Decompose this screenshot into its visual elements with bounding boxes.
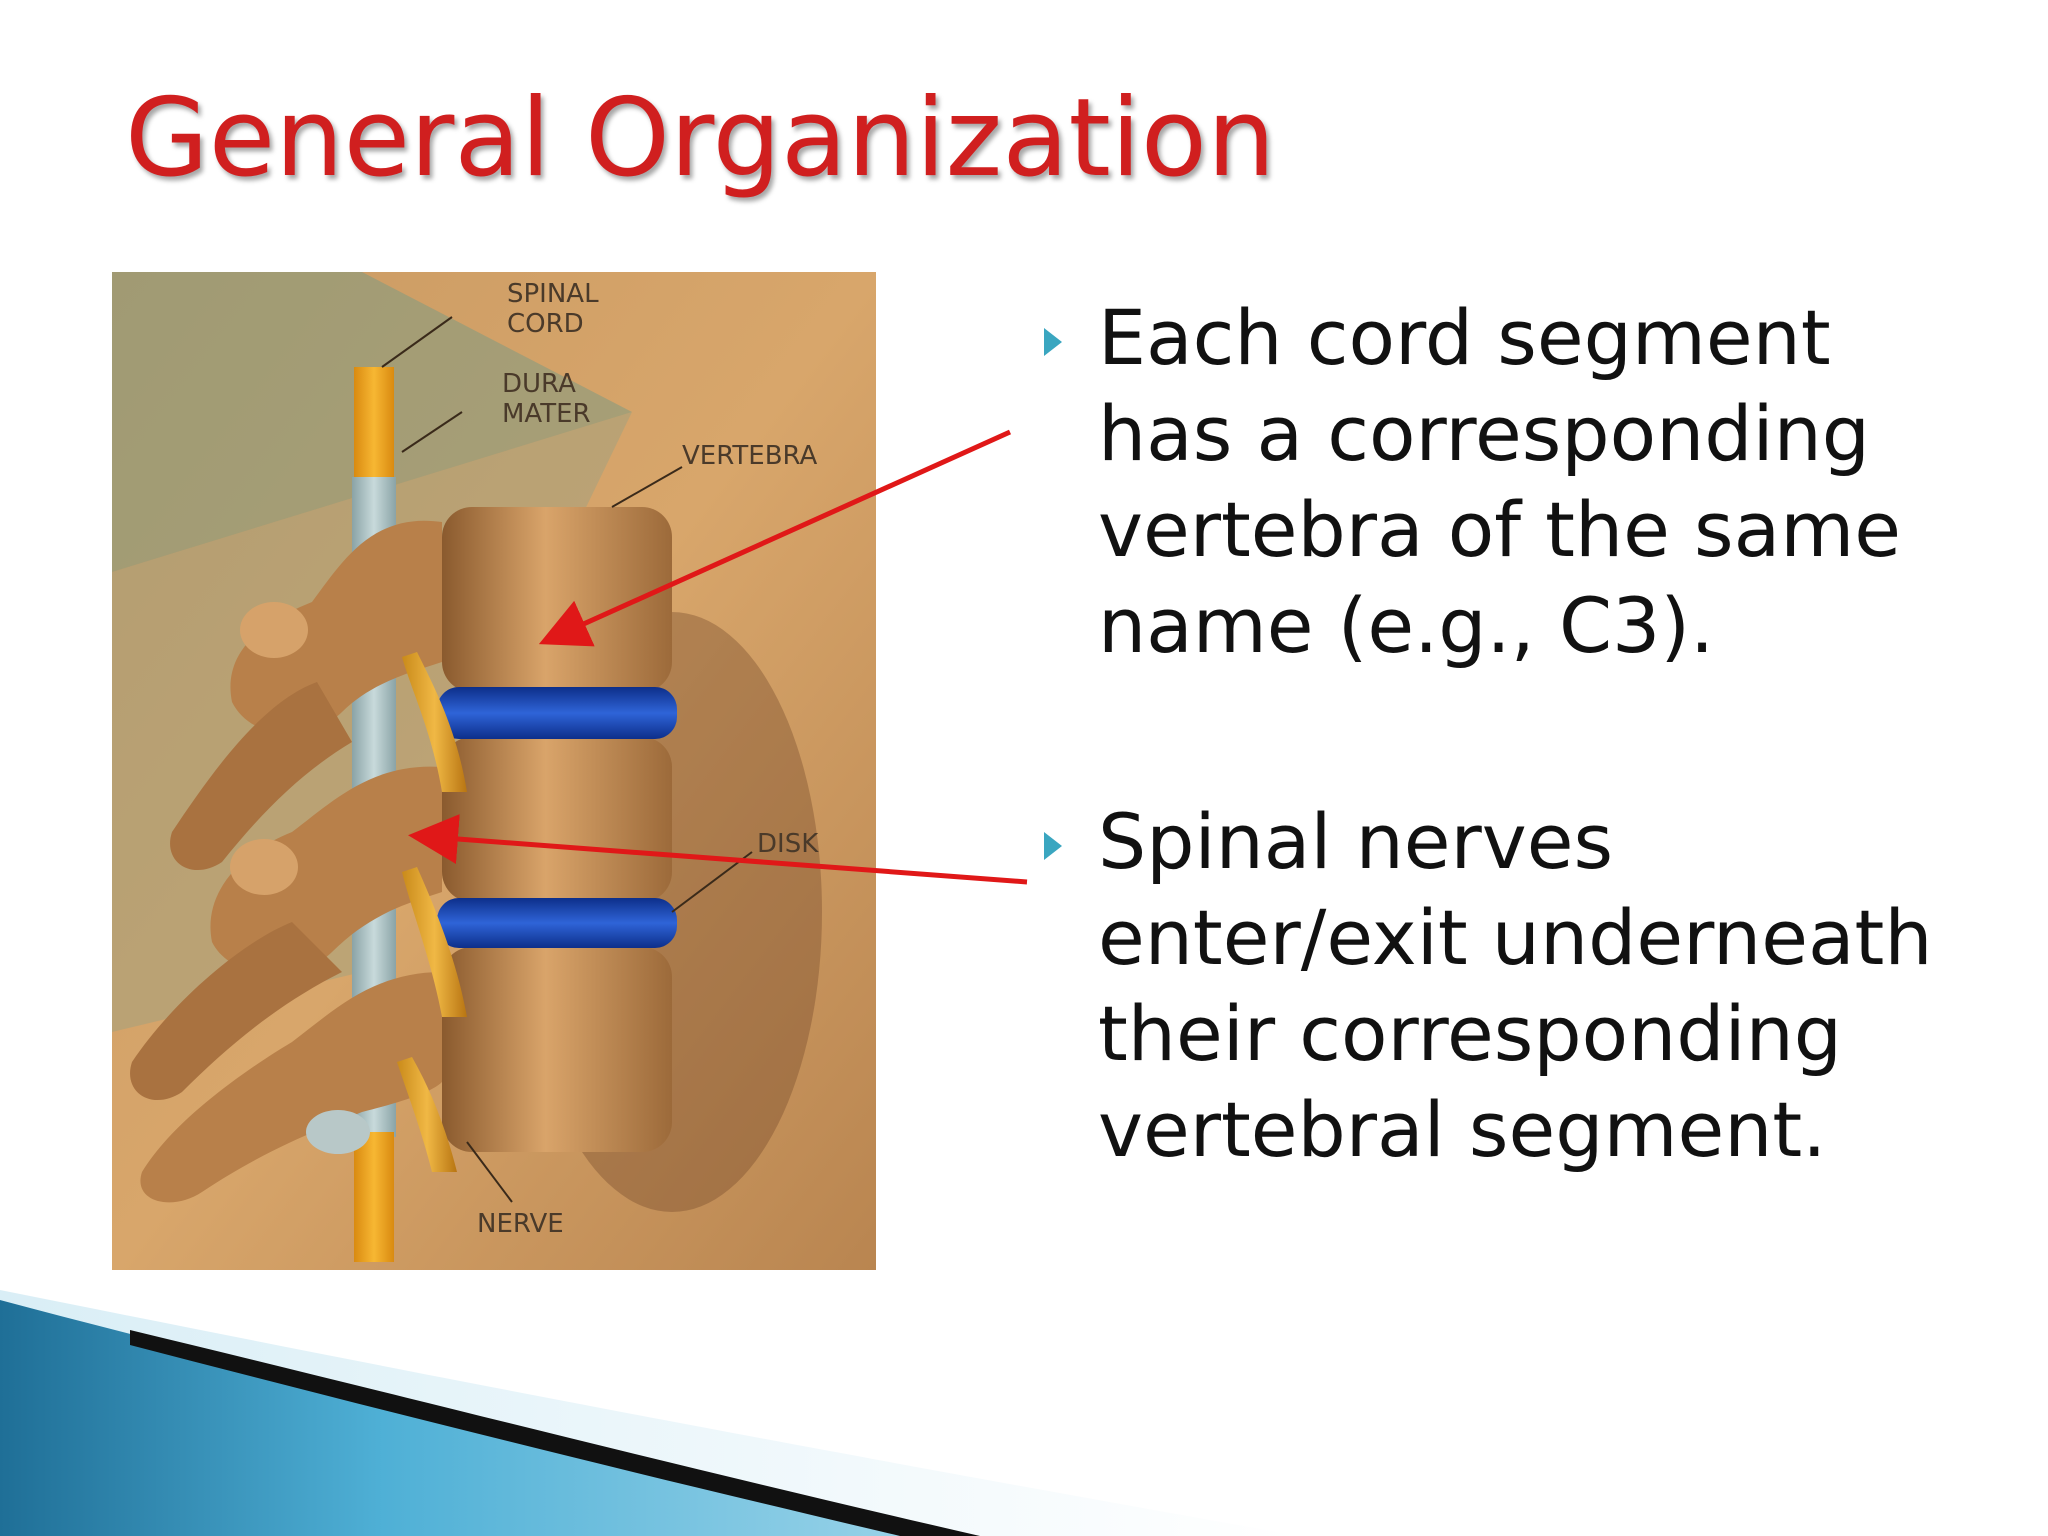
label-vertebra: VERTEBRA [682,441,818,471]
bullet-list: Each cord segment has a corresponding ve… [1040,290,1970,1178]
spinal-cord-bottom [354,1132,394,1262]
triangle-right-icon [1044,832,1062,860]
vertebral-process-3 [140,972,442,1203]
label-cord: CORD [507,309,584,339]
vertebral-body-1 [442,507,672,692]
label-spinal: SPINAL [507,279,599,309]
vertebral-process-2 [210,766,442,974]
label-nerve: NERVE [477,1209,564,1239]
vertebral-body-3 [442,947,672,1152]
spinous-process-1 [170,682,352,871]
slide-title: General Organization [125,76,1276,201]
leader-dura-mater [401,411,463,453]
bullet-item-cord-segment: Each cord segment has a corresponding ve… [1040,290,1970,674]
bullet-text-spinal-nerves: Spinal nerves enter/exit underneath thei… [1098,797,1933,1174]
intervertebral-disk-2 [437,898,677,948]
spinal-nerve-1 [402,652,467,792]
triangle-right-icon [1044,328,1062,356]
spine-illustration-svg: SPINAL CORD DURA MATER VERTEBRA DISK NER… [112,272,876,1270]
bullet-text-cord-segment: Each cord segment has a corresponding ve… [1098,293,1902,670]
swoosh-light-band [0,1290,1300,1536]
vertebral-body-2 [442,737,672,902]
label-disk: DISK [757,829,819,859]
spinal-nerve-2 [402,867,467,1017]
spinous-process-2 [130,922,342,1101]
spine-illustration: SPINAL CORD DURA MATER VERTEBRA DISK NER… [112,272,876,1270]
articular-facet-3 [306,1110,370,1154]
swoosh-dark-stripe [130,1330,980,1536]
vertebral-process-1 [230,520,442,734]
spinal-nerve-3 [397,1057,457,1172]
leader-spinal-cord [381,316,453,368]
bullet-item-spinal-nerves: Spinal nerves enter/exit underneath thei… [1040,794,1970,1178]
label-dura: DURA [502,369,576,399]
label-mater: MATER [502,399,591,429]
leader-nerve [466,1141,513,1203]
articular-facet-1 [240,602,308,658]
spinal-cord-top [354,367,394,477]
articular-facet-2 [230,839,298,895]
swoosh-blue-band [0,1300,960,1536]
intervertebral-disk-1 [437,687,677,739]
